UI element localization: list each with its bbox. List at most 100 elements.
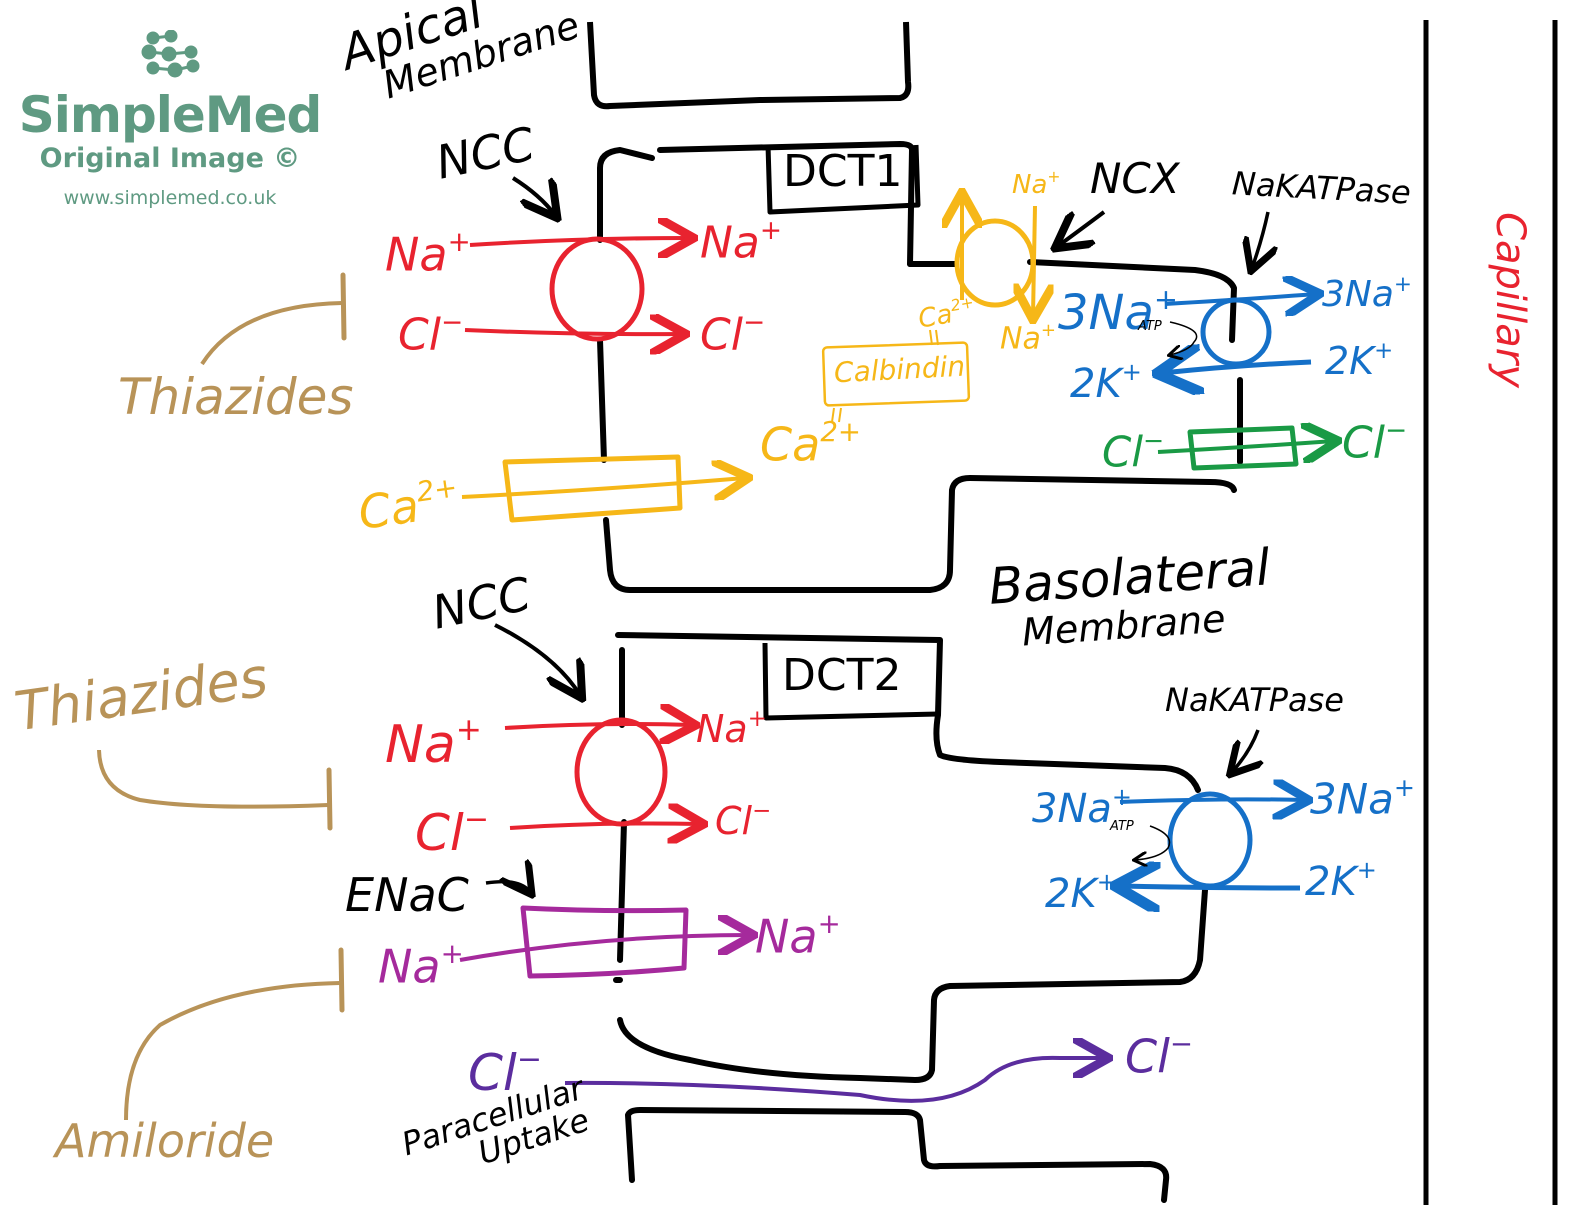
ion-symbol: Cl <box>1342 417 1385 469</box>
dct1-nakatpase-label: NaKATPase <box>1231 164 1412 212</box>
enac-label: ENaC <box>345 868 469 922</box>
ion-symbol: Cl <box>1102 427 1143 477</box>
ion-symbol: 2K <box>1070 360 1122 407</box>
ion-symbol: 3Na <box>1032 785 1112 832</box>
ion-charge: − <box>752 798 772 824</box>
ion-symbol: Na <box>755 909 818 964</box>
dct1-thiazide-inhibition-bar <box>340 272 347 341</box>
dct1-nakatpase-na-in: 3Na+ <box>1058 282 1178 338</box>
dct1-nakatpase-pointer-arrow <box>1252 211 1268 268</box>
ion-charge: + <box>455 712 482 748</box>
ion-charge: 2+ <box>820 415 861 448</box>
dct2-ncc-transporter <box>574 717 668 827</box>
dct2-thiazide-inhibition-bar <box>326 767 333 831</box>
paracellular-chloride-arrow <box>564 1058 1105 1103</box>
ion-charge: + <box>1047 168 1061 186</box>
ion-symbol: 3Na <box>1058 285 1154 342</box>
ion-symbol: Na <box>385 714 456 775</box>
dct1-cell-outline <box>597 141 1243 593</box>
dct2-nakatpase-na-arrow <box>1119 799 1305 802</box>
ion-symbol: Cl <box>468 1044 517 1102</box>
ion-charge: + <box>1153 282 1178 316</box>
ncx-transporter <box>954 218 1036 308</box>
ion-charge: + <box>1356 856 1377 884</box>
ion-charge: + <box>759 215 783 246</box>
ncx-na-in: Na+ <box>1000 322 1056 355</box>
ion-symbol: 3Na <box>1310 774 1394 824</box>
ion-charge: − <box>516 1042 542 1077</box>
enac-na-arrow <box>459 935 750 962</box>
simplemed-watermark: SimpleMed Original Image © www.simplemed… <box>10 30 330 213</box>
dct2-cell-outline <box>613 632 1208 1083</box>
ion-charge: + <box>1040 320 1056 341</box>
dct2-nakatpase-k-arrow <box>1120 886 1301 888</box>
ion-symbol: Na <box>378 939 441 994</box>
ion-symbol: Cl <box>1125 1029 1170 1084</box>
ion-symbol: Na <box>385 227 448 282</box>
dct1-chloride-in: Cl− <box>1102 428 1164 474</box>
dct1-ncc-pointer-arrow <box>511 176 555 215</box>
bottom-neighbour-cell-outline <box>625 1107 1170 1203</box>
paracellular-chloride-in: Cl− <box>468 1042 542 1099</box>
dct1-label-box <box>765 144 921 215</box>
calbindin-box <box>821 341 971 407</box>
ion-charge: + <box>1111 783 1132 811</box>
dct2-ncc-cl-arrow <box>509 824 700 829</box>
dct1-chloride-channel <box>1187 425 1299 471</box>
calbindin-bond-top-1 <box>929 329 933 346</box>
ion-charge: 2+ <box>414 470 460 509</box>
enac-na-in: Na+ <box>378 940 464 990</box>
amiloride-label: Amiloride <box>55 1114 275 1168</box>
dct1-thiazides-label: Thiazides <box>118 368 354 426</box>
ion-symbol: Cl <box>715 798 753 843</box>
ncx-na-in-arrow <box>1033 205 1035 316</box>
ion-symbol: 2K <box>1045 870 1097 917</box>
dct1-ncc-na-out: Na+ <box>700 215 783 269</box>
ion-charge: + <box>747 706 767 732</box>
ion-symbol: Na <box>700 217 760 269</box>
dct1-thiazide-inhibition-line <box>200 301 343 366</box>
dct2-thiazide-inhibition-line <box>97 749 329 809</box>
brand-subtitle: Original Image © <box>39 143 301 174</box>
ion-symbol: Ca <box>760 417 821 472</box>
dct2-ncc-cl-out: Cl− <box>715 800 771 840</box>
ion-charge: + <box>1393 272 1412 297</box>
ion-symbol: Cl <box>398 309 441 361</box>
dct1-atp-arrow <box>1170 321 1198 355</box>
dct2-ncc-na-in: Na+ <box>385 712 482 770</box>
dct2-ncc-pointer-arrow <box>494 623 580 695</box>
dct1-ncc-na-arrow <box>469 238 690 245</box>
amiloride-inhibition-bar <box>338 947 345 1013</box>
ncx-pointer-arrow <box>1058 210 1106 246</box>
ion-symbol: Ca <box>354 478 423 541</box>
dct2-atp-label: ATP <box>1110 819 1134 834</box>
ion-symbol: 2K <box>1305 858 1357 905</box>
dct2-nakatpase-k-out: 2K+ <box>1305 858 1377 902</box>
ion-charge: + <box>1096 868 1117 896</box>
ion-symbol: Na <box>1000 321 1041 357</box>
brand-url: www.simplemed.co.uk <box>63 187 277 209</box>
ion-symbol: Na <box>1012 169 1048 200</box>
dct1-chloride-out: Cl− <box>1342 417 1407 469</box>
ion-symbol: 2K <box>1325 338 1375 383</box>
dct2-ncc-cl-in: Cl− <box>415 802 489 859</box>
amiloride-inhibition-line <box>124 981 341 1121</box>
calbindin-bond-bottom-2 <box>838 407 842 423</box>
dct2-ncc-na-arrow <box>504 724 692 728</box>
calbindin-label: Calbindin <box>833 349 966 390</box>
ion-charge: − <box>440 307 464 338</box>
dct1-calcium-out: Ca2+ <box>760 415 861 468</box>
dct2-nakatpase-na-out: 3Na+ <box>1310 775 1415 821</box>
brand-name: SimpleMed <box>18 86 323 144</box>
dct1-ncc-cl-in: Cl− <box>398 307 464 361</box>
dct1-ncc-cl-arrow <box>464 330 682 334</box>
dct1-nakatpase-k-in: 2K+ <box>1070 360 1142 404</box>
ncx-na-out: Na+ <box>1012 168 1061 200</box>
ion-charge: − <box>742 307 766 338</box>
dct1-calcium-arrow <box>461 478 745 497</box>
dct1-chloride-arrow <box>1157 441 1334 452</box>
ion-charge: − <box>463 802 489 837</box>
ion-charge: − <box>1143 426 1165 455</box>
ncx-label: NCX <box>1090 154 1180 203</box>
dct1-nakatpase-k-out: 2K+ <box>1325 340 1393 380</box>
